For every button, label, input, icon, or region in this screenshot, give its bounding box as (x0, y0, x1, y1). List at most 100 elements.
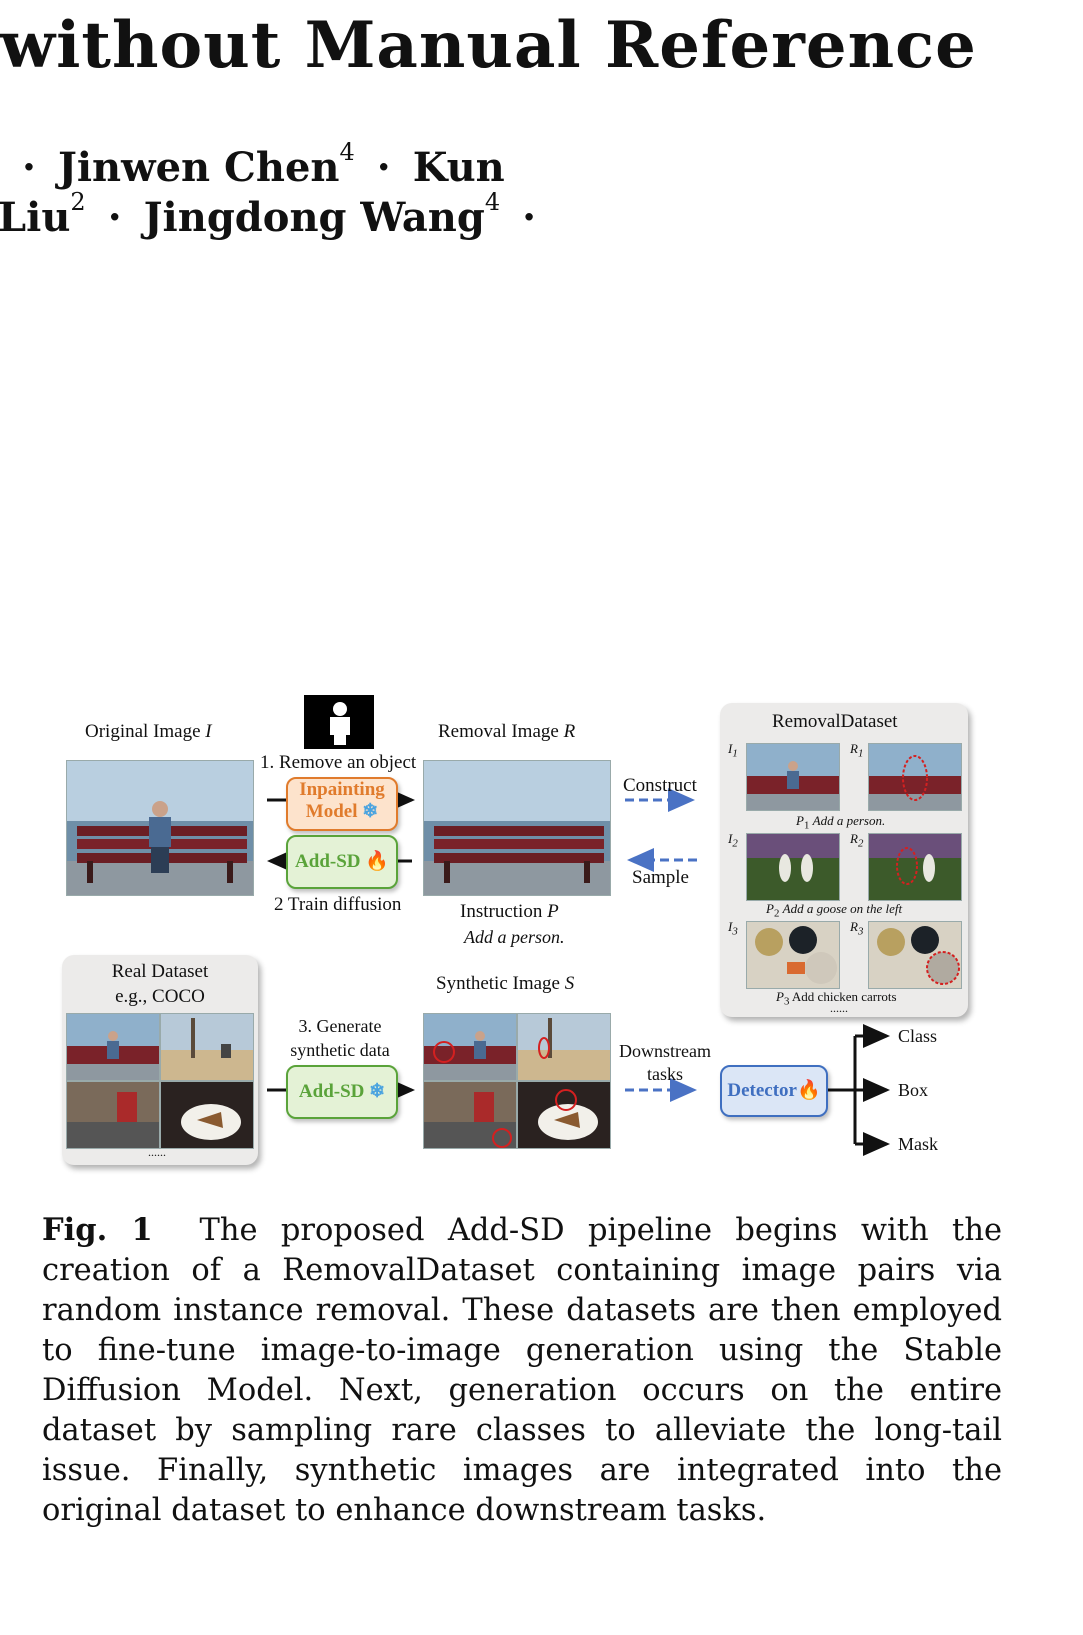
inpainting-model-box: Inpainting Model ❄ (286, 777, 398, 831)
row1-i-label: I1 (728, 741, 738, 760)
r-letter: R (850, 919, 858, 934)
real-dataset-title: Real Dataset (111, 961, 209, 982)
prompt-text: Add a goose on the left (782, 901, 903, 916)
author-separator: · (107, 194, 122, 241)
synthetic-image-var: S (564, 973, 575, 994)
removal-image-label: Removal Image R (438, 721, 575, 743)
i-letter: I (728, 741, 733, 756)
author-name: Liu (0, 194, 71, 241)
row1-removal-thumb (869, 744, 961, 810)
object-mask (304, 695, 374, 749)
p-sub: 1 (803, 819, 810, 832)
author-name: Jinwen Chen (57, 144, 340, 191)
instruction-prompt: Add a person. (464, 927, 565, 947)
r-letter: R (850, 831, 858, 846)
author-separator: · (376, 144, 391, 191)
row2-r-label: R2 (850, 831, 863, 850)
synthetic-image-label: Synthetic Image S (436, 973, 574, 995)
addsd-label: Add-SD (298, 1081, 365, 1102)
row1-r-label: R1 (850, 741, 863, 760)
instruction-text: Instruction (460, 901, 543, 922)
detector-box: Detector🔥 (720, 1065, 828, 1117)
removal-image (423, 760, 611, 896)
synthetic-image-4 (517, 1081, 611, 1149)
prompt-text: Add chicken carrots (791, 989, 897, 1004)
real-ellipsis: ...... (148, 1145, 166, 1159)
author-separator: · (22, 144, 36, 191)
p-letter: P (766, 901, 774, 916)
real-dataset-panel: Real Dataset e.g., COCO ...... (62, 955, 258, 1165)
downstream-label-2: tasks (647, 1064, 683, 1084)
real-dataset-subtitle: e.g., COCO (115, 986, 205, 1007)
i-letter: I (728, 919, 733, 934)
row3-r-label: R3 (850, 919, 863, 938)
output-box: Box (898, 1080, 929, 1100)
original-image-label: Original Image I (85, 721, 212, 743)
row1-input-image (746, 743, 840, 811)
prompt-text: Add a person. (812, 813, 886, 828)
row2-removal-thumb (869, 834, 961, 900)
row2-removal-image (868, 833, 962, 901)
i-sub: 2 (732, 837, 738, 850)
downstream-label-1: Downstream (619, 1041, 711, 1061)
synthetic-image-1 (423, 1013, 517, 1081)
p-letter: P (776, 989, 784, 1004)
p-sub: 3 (783, 995, 790, 1008)
caption-text: The proposed Add-SD pipeline begins with… (42, 1213, 1003, 1528)
author-name: Jingdong Wang (143, 194, 485, 241)
figure-caption: Fig. 1 The proposed Add-SD pipeline begi… (42, 1210, 1002, 1531)
row2-prompt: P2 Add a goose on the left (766, 901, 902, 920)
p-letter: P (796, 813, 804, 828)
coco-image-2 (160, 1013, 254, 1081)
author-separator: · (522, 194, 537, 241)
r-sub: 3 (857, 925, 864, 938)
row3-removal-image (868, 921, 962, 989)
instruction-label: Instruction P (460, 901, 559, 923)
output-mask: Mask (898, 1134, 938, 1154)
coco-image-1 (66, 1013, 160, 1081)
addsd-generate-box: Add-SD ❄ (286, 1065, 398, 1119)
fire-icon: 🔥 (796, 1080, 821, 1101)
model-label: Model (305, 801, 358, 822)
synthetic-thumb-2 (518, 1014, 610, 1080)
inpainting-line2: Model ❄ (288, 801, 396, 823)
original-image-text: Original Image (85, 721, 201, 742)
i-letter: I (728, 831, 733, 846)
i-sub: 1 (732, 747, 738, 760)
r-letter: R (850, 741, 858, 756)
synthetic-image-text: Synthetic Image (436, 973, 560, 994)
row2-i-label: I2 (728, 831, 738, 850)
synthetic-image-2 (517, 1013, 611, 1081)
pipeline-figure: Original Image I 1. Remove an object Inp… (60, 695, 1020, 1225)
coco-thumb-4 (161, 1082, 253, 1148)
row1-prompt: P1 Add a person. (796, 813, 885, 832)
coco-image-4 (160, 1081, 254, 1149)
row3-removal-thumb (869, 922, 961, 988)
caption-label: Fig. 1 (42, 1212, 153, 1248)
synthetic-image-3 (423, 1081, 517, 1149)
r-sub: 2 (857, 837, 864, 850)
r-sub: 1 (857, 747, 864, 760)
construct-label: Construct (623, 775, 697, 796)
author-name: Kun (412, 144, 505, 191)
removal-image-var: R (563, 721, 576, 742)
output-class: Class (898, 1026, 938, 1046)
removal-dataset-title: RemovalDataset (772, 711, 898, 732)
sample-label: Sample (632, 867, 689, 888)
step3-label-1: 3. Generate (298, 1016, 382, 1036)
addsd-label: Add-SD (295, 851, 361, 872)
synthetic-thumb-3 (424, 1082, 516, 1148)
original-image (66, 760, 254, 896)
dataset-ellipsis: ...... (830, 1001, 848, 1015)
row3-i-label: I3 (728, 919, 738, 938)
coco-image-3 (66, 1081, 160, 1149)
removal-dataset-panel: RemovalDataset I1 R1 P1 Add a person. I2… (720, 703, 968, 1017)
original-image-var: I (205, 721, 212, 742)
author-affiliation: 2 (70, 188, 86, 216)
row3-input-image (746, 921, 840, 989)
bench-scene-image (67, 761, 253, 895)
step3-label-2: synthetic data (290, 1040, 390, 1060)
person-silhouette-icon (330, 702, 350, 745)
empty-bench-image (424, 761, 610, 895)
paper-title: without Manual Reference (0, 8, 977, 83)
